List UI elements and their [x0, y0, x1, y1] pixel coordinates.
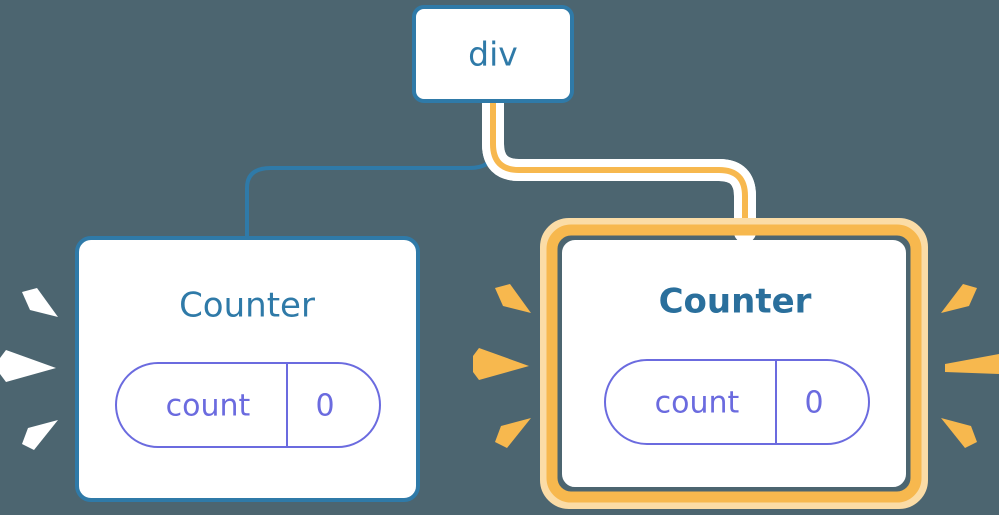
sparkle-ray-middle-icon — [473, 348, 529, 380]
node-counter-right-label: Counter — [659, 282, 812, 322]
state-pill-right: count 0 — [604, 359, 870, 445]
sparkle-ray-middle-icon — [945, 354, 999, 374]
sparkle-ray-upper-icon — [941, 284, 977, 313]
node-div-label: div — [468, 35, 518, 74]
state-key-label: count — [166, 389, 251, 424]
sparkle-ray-lower-icon — [495, 418, 531, 448]
node-counter-right-glow — [540, 218, 928, 509]
state-pill-left: count 0 — [115, 362, 381, 448]
state-pill-left-shape — [115, 362, 381, 448]
node-counter-right-highlight-ring — [546, 224, 922, 503]
sparkle-group-center-orange — [473, 284, 531, 448]
sparkle-ray-lower-icon — [22, 420, 58, 450]
node-counter-left[interactable]: Counter count 0 — [75, 236, 420, 502]
edge-left-line — [245, 101, 495, 242]
node-div-box[interactable] — [412, 5, 574, 103]
node-counter-right[interactable]: Counter count 0 — [540, 218, 928, 509]
edge-right-line-overlay — [490, 100, 748, 235]
node-counter-left-label: Counter — [179, 286, 315, 326]
sparkle-group-right-orange — [941, 284, 999, 448]
node-div[interactable]: div — [412, 5, 574, 103]
sparkle-group-left-white — [0, 288, 58, 450]
state-value-label: 0 — [804, 386, 823, 421]
sparkle-ray-middle-icon — [0, 350, 56, 382]
sparkle-ray-upper-icon — [495, 284, 531, 313]
sparkle-ray-upper-icon — [22, 288, 58, 317]
sparkle-ray-lower-icon — [941, 418, 977, 448]
state-value-label: 0 — [315, 389, 334, 424]
state-key-label: count — [655, 386, 740, 421]
state-pill-right-shape — [604, 359, 870, 445]
